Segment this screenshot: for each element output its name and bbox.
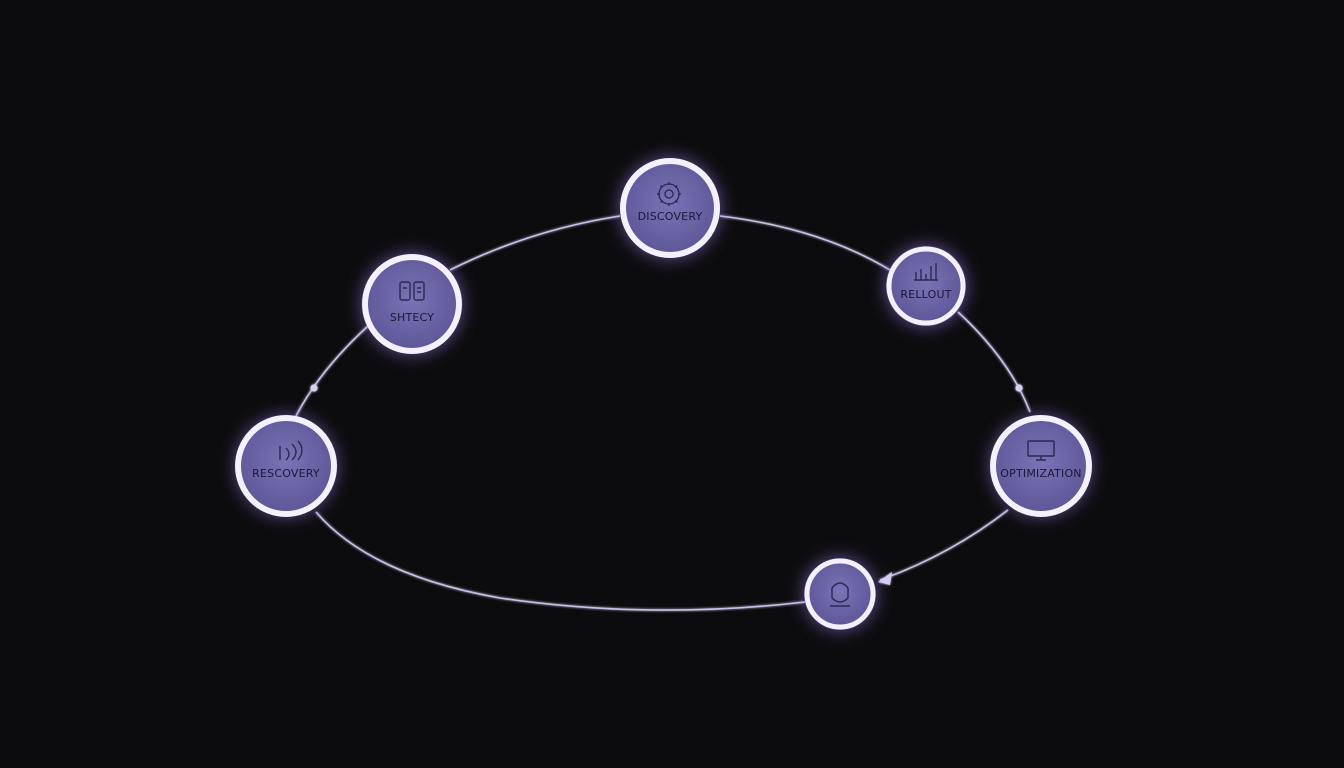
node-label-strategy: SHTECY (390, 311, 434, 324)
connector-discovery-rollout (719, 215, 891, 271)
node-label-discovery: DISCOVERY (638, 210, 703, 223)
connector-recovery-strategy (295, 325, 369, 417)
arrowhead-icon (878, 572, 892, 585)
connectors (295, 215, 1031, 611)
gear-icon (657, 182, 681, 206)
node-label-optimization: OPTIMIZATION (1000, 467, 1081, 480)
node-bottom[interactable] (804, 558, 876, 630)
phone-icon (399, 281, 425, 301)
connector-strategy-discovery (449, 215, 621, 271)
connector-rollout-optimization (957, 311, 1031, 413)
node-optimization[interactable]: OPTIMIZATION (990, 415, 1092, 517)
node-label-rollout: RELLOUT (900, 288, 951, 301)
connector-optimization-bottom (879, 509, 1009, 581)
connector-bottom-recovery (315, 511, 806, 611)
bar-chart-icon (914, 263, 938, 281)
shield-icon (830, 582, 850, 607)
connector-dot-right (1015, 384, 1023, 392)
connector-dot-left (310, 384, 318, 392)
signal-icon (279, 440, 303, 461)
node-recovery[interactable]: RESCOVERY (235, 415, 337, 517)
node-strategy[interactable]: SHTECY (362, 254, 462, 354)
node-discovery[interactable]: DISCOVERY (620, 158, 720, 258)
node-rollout[interactable]: RELLOUT (886, 246, 966, 326)
monitor-icon (1027, 440, 1055, 461)
node-label-recovery: RESCOVERY (252, 467, 320, 480)
